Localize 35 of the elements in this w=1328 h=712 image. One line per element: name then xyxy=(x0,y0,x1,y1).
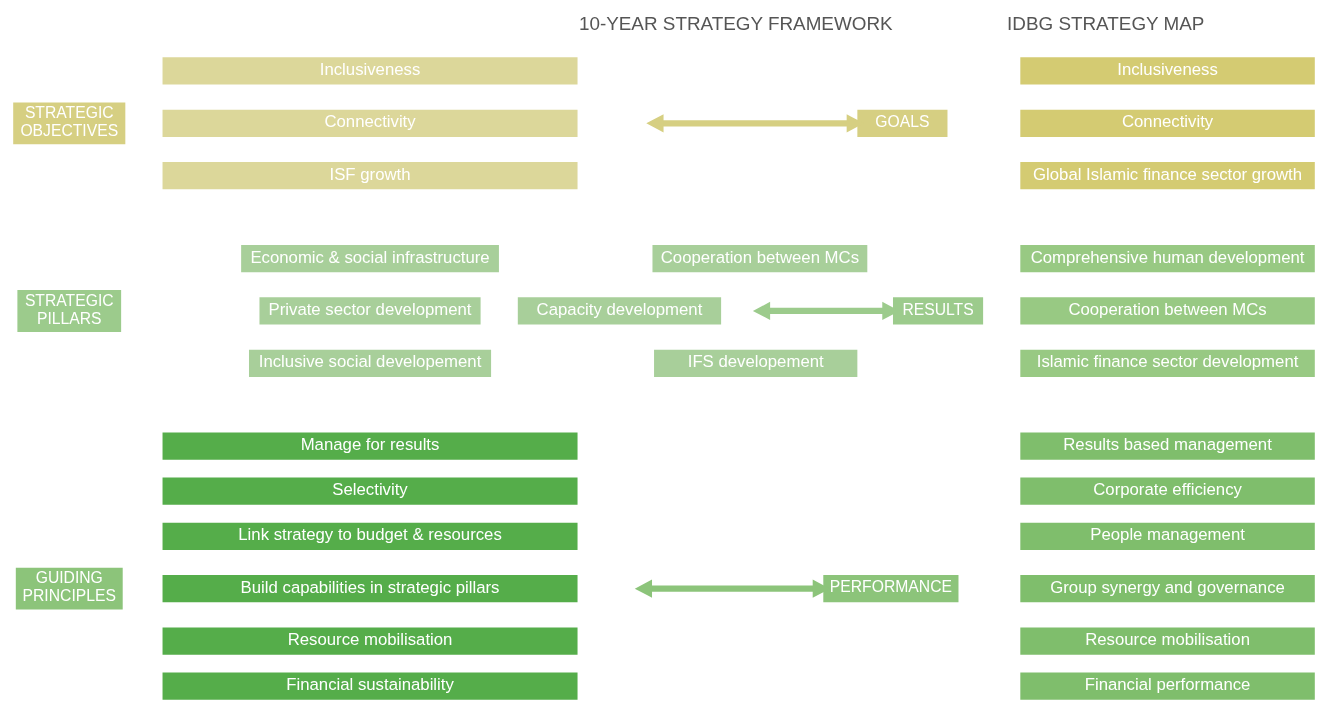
node-box: Corporate efficiency xyxy=(1020,477,1315,505)
node-box: Manage for results xyxy=(162,432,578,460)
node-box: Results based management xyxy=(1020,432,1315,460)
node-box: Inclusiveness xyxy=(162,57,578,85)
label: 10-YEAR STRATEGY FRAMEWORK xyxy=(578,13,893,35)
node-box: Economic & social infrastructure xyxy=(241,244,499,273)
label: IDBG STRATEGY MAP xyxy=(1007,13,1205,35)
node-box: Financial performance xyxy=(1020,672,1315,700)
node-box: STRATEGIC PILLARS xyxy=(17,290,122,332)
node-box: Islamic finance sector development xyxy=(1020,349,1315,377)
node-box: Global Islamic finance sector growth xyxy=(1020,162,1315,190)
node-box: Link strategy to budget & resources xyxy=(162,522,578,550)
node-box: Group synergy and governance xyxy=(1020,575,1315,603)
node-box: Connectivity xyxy=(1020,109,1315,137)
node-box: PERFORMANCE xyxy=(823,575,959,603)
node-box: Resource mobilisation xyxy=(162,627,578,655)
node-box: Financial sustainability xyxy=(162,672,578,700)
node-box: Comprehensive human development xyxy=(1020,244,1315,273)
node-box: Resource mobilisation xyxy=(1020,627,1315,655)
node-box: GOALS xyxy=(857,109,948,137)
node-box: Build capabilities in strategic pillars xyxy=(162,575,578,603)
node-box: RESULTS xyxy=(893,297,984,325)
node-box: Capacity development xyxy=(517,297,722,325)
node-box: Inclusive social developement xyxy=(249,349,492,377)
node-box: Cooperation between MCs xyxy=(652,244,868,273)
node-box: Cooperation between MCs xyxy=(1020,297,1315,325)
node-box: Private sector development xyxy=(259,297,481,325)
node-box: STRATEGIC OBJECTIVES xyxy=(13,102,126,145)
node-box: ISF growth xyxy=(162,162,578,190)
node-box: IFS developement xyxy=(654,349,858,377)
node-box: People management xyxy=(1020,522,1315,550)
node-box: Connectivity xyxy=(162,109,578,137)
node-box: Inclusiveness xyxy=(1020,57,1315,85)
node-box: GUIDING PRINCIPLES xyxy=(15,567,123,610)
node-box: Selectivity xyxy=(162,477,578,505)
